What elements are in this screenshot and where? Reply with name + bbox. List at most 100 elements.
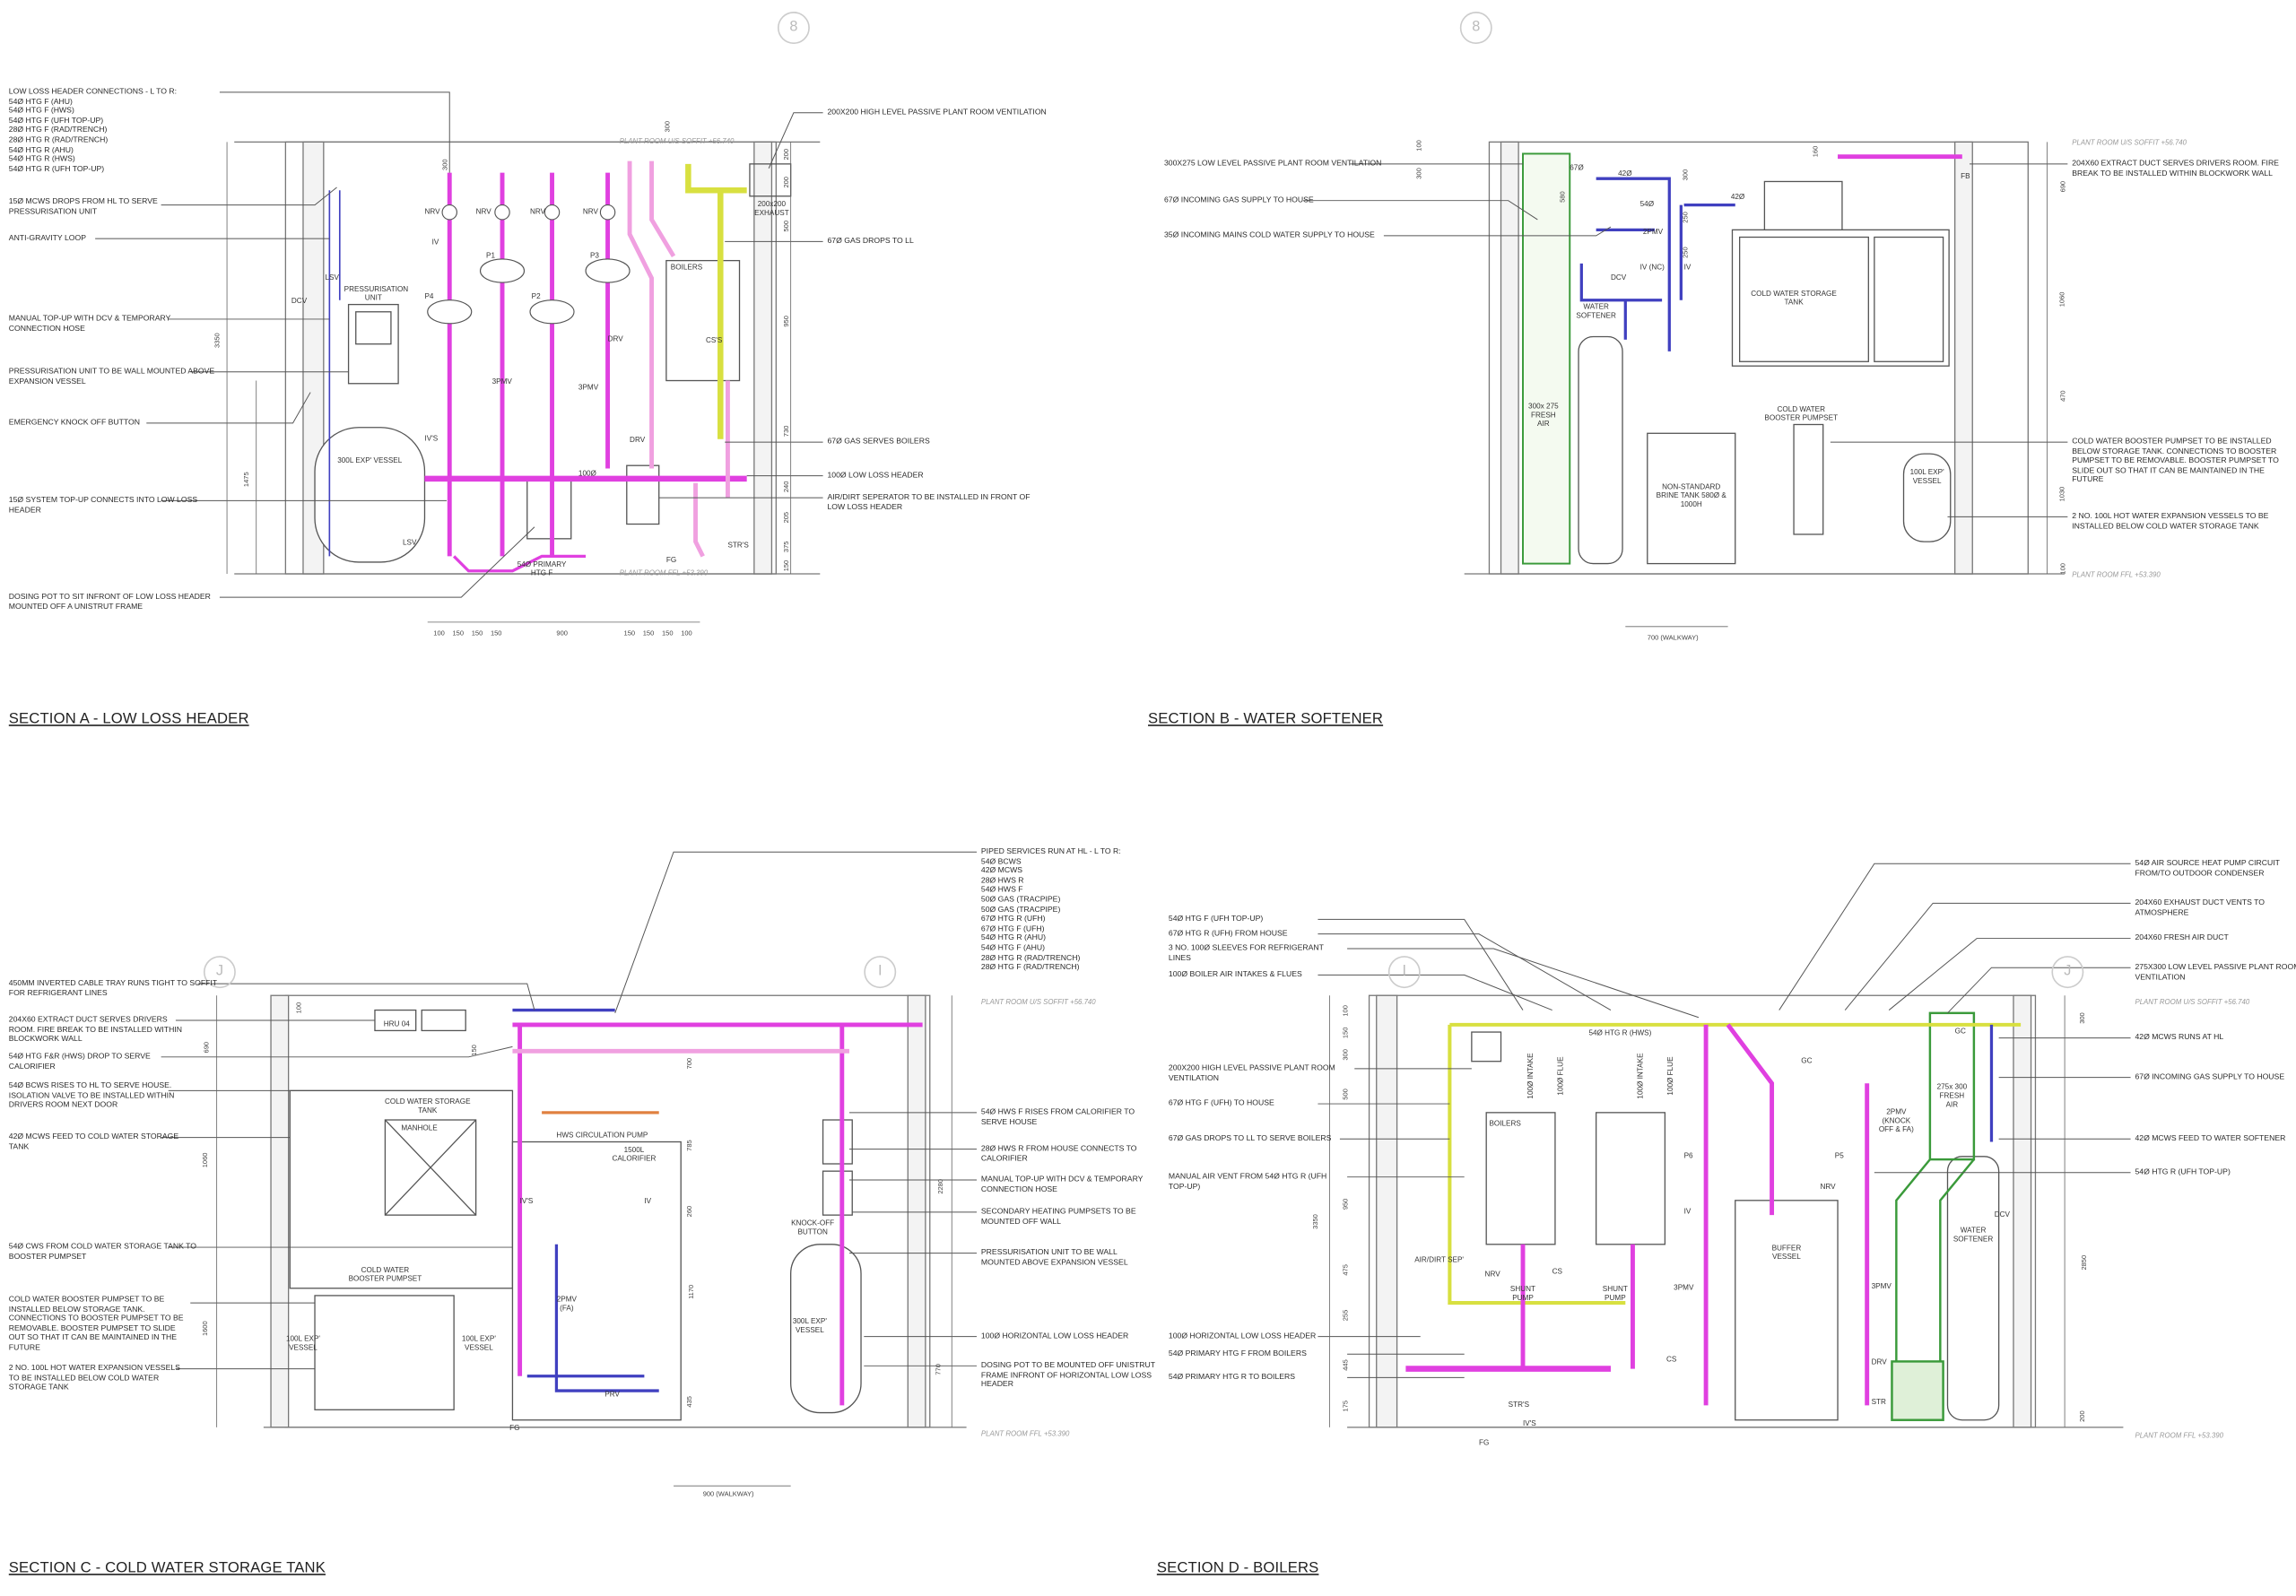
brine-tank — [1647, 432, 1736, 565]
label-fresh-air: 300x 275 FRESH AIR — [1528, 402, 1559, 429]
dim: 100 — [294, 1002, 302, 1014]
label-2pmv: 2PMV — [1642, 228, 1664, 238]
dim: 700 — [685, 1057, 693, 1070]
label-intake: 100Ø INTAKE — [1636, 1053, 1646, 1099]
label-dcv: DCV — [1994, 1210, 2010, 1220]
callout-d-right: 54Ø HTG R (UFH TOP-UP) — [2135, 1167, 2231, 1177]
label-ivs: IV'S — [519, 1197, 534, 1207]
dim: 150 — [661, 629, 674, 638]
grid-marker-j-c: J — [203, 956, 236, 989]
label-iv-nc: IV (NC) — [1639, 263, 1665, 273]
callout-b: 67Ø INCOMING GAS SUPPLY TO HOUSE — [1163, 195, 1314, 205]
label-brine-tank: NON-STANDARD BRINE TANK 580Ø & 1000H — [1656, 482, 1726, 510]
dim: 375 — [782, 541, 790, 553]
label-css: CS'S — [705, 336, 723, 346]
ffl-level-d: PLANT ROOM FFL +53.390 — [2135, 1433, 2223, 1441]
ffl-level-b: PLANT ROOM FFL +53.390 — [2072, 572, 2161, 580]
soffit-level-b: PLANT ROOM U/S SOFFIT +56.740 — [2072, 140, 2187, 148]
label-manhole: MANHOLE — [401, 1123, 438, 1133]
label-42: 42Ø — [1618, 169, 1632, 179]
water-softener-d — [1946, 1156, 2000, 1421]
callout-c-right: MANUAL TOP-UP WITH DCV & TEMPORARY CONNE… — [980, 1175, 1144, 1194]
dim: 950 — [782, 316, 790, 327]
callout-a: DOSING POT TO SIT INFRONT OF LOW LOSS HE… — [8, 593, 211, 612]
callout-c: 450mm INVERTED CABLE TRAY RUNS TIGHT TO … — [8, 979, 217, 998]
heating-pipes-c — [512, 1022, 923, 1406]
dim: 300 — [2078, 1012, 2086, 1024]
dim: 175 — [1342, 1400, 1350, 1412]
label-nrv: NRV — [1820, 1183, 1836, 1193]
dim: 1060 — [2057, 291, 2066, 308]
dim: 205 — [782, 511, 790, 524]
dim: 1600 — [201, 1321, 209, 1337]
dim: 730 — [782, 425, 790, 438]
grid-marker-8-b: 8 — [1459, 12, 1492, 44]
grid-marker-i-c: I — [864, 956, 897, 989]
dim: 200 — [782, 177, 790, 188]
ffl-level-a: PLANT ROOM FFL +53.390 — [619, 570, 709, 578]
dim: 160 — [1812, 145, 1820, 158]
dosing-pot — [526, 479, 572, 540]
callout-d: 54Ø PRIMARY HTG F FROM BOILERS — [1168, 1349, 1307, 1359]
dim: 100 — [681, 629, 692, 638]
callout-d: 54Ø HTG F (UFH TOP-UP) — [1168, 915, 1264, 924]
soffit-level-a: PLANT ROOM U/S SOFFIT +56.740 — [619, 139, 735, 147]
callout-c-right: 28Ø HWS R FROM HOUSE CONNECTS TO CALORIF… — [980, 1144, 1137, 1164]
walkway-dim: 700 (WALKWAY) — [1647, 633, 1699, 642]
callout-a-right: 100Ø LOW LOSS HEADER — [827, 471, 924, 481]
label-pressurisation-unit: PRESSURISATION UNIT — [344, 285, 409, 303]
dim: 475 — [1342, 1264, 1350, 1276]
label-nrv: NRV — [1484, 1271, 1500, 1279]
callout-c-right: 100Ø HORIZONTAL LOW LOSS HEADER — [980, 1331, 1129, 1341]
label-cold-water-tank: COLD WATER STORAGE TANK — [384, 1097, 471, 1116]
callout-d: MANUAL AIR VENT FROM 54Ø HTG R (UFH TOP-… — [1168, 1172, 1327, 1192]
dim: 1060 — [201, 1152, 209, 1168]
callout-d: 100Ø HORIZONTAL LOW LOSS HEADER — [1168, 1331, 1317, 1341]
label-buffer-vessel: BUFFER VESSEL — [1771, 1244, 1802, 1262]
ventilation-duct-b — [1522, 152, 1571, 565]
callout-d: 54Ø PRIMARY HTG R TO BOILERS — [1168, 1373, 1296, 1383]
label-prv: PRV — [604, 1391, 620, 1400]
dim: 150 — [470, 1045, 478, 1056]
label-fg: FG — [1479, 1438, 1490, 1448]
label-water-softener: WATER SOFTENER — [1952, 1227, 1994, 1245]
dim: 690 — [2059, 180, 2067, 193]
dim: 1170 — [687, 1284, 695, 1299]
callout-c: 54Ø HTG F&R (HWS) DROP TO SERVE CALORIFI… — [8, 1052, 151, 1071]
label-nrv: NRV — [530, 207, 546, 217]
dim: 100 — [1414, 140, 1422, 152]
label-strs: STR'S — [727, 542, 749, 551]
calorifier — [511, 1141, 682, 1421]
dim: 150 — [471, 629, 483, 638]
buffer-vessel — [1735, 1200, 1839, 1421]
soffit-level-c: PLANT ROOM U/S SOFFIT +56.740 — [980, 1000, 1096, 1008]
dim: 200 — [782, 148, 790, 160]
callout-c-right: SECONDARY HEATING PUMPSETS TO BE MOUNTED… — [980, 1207, 1136, 1227]
dim: 300 — [1681, 169, 1690, 181]
label-nrv: NRV — [475, 207, 491, 217]
callout-c-right: DOSING POT TO BE MOUNTED OFF UNISTRUT FR… — [980, 1361, 1155, 1390]
dim: 770 — [935, 1364, 943, 1375]
label-ivs: IV'S — [424, 434, 439, 444]
label-exhaust: 200x200 EXHAUST — [754, 200, 789, 219]
dim: 1475 — [242, 472, 250, 488]
label-fg: FG — [509, 1424, 520, 1434]
label-booster-pumpset: COLD WATER BOOSTER PUMPSET — [348, 1266, 422, 1284]
label-hru: HRU 04 — [383, 1019, 410, 1029]
label-dcv: DCV — [291, 297, 308, 307]
label-shunt-pump: SHUNT PUMP — [1509, 1285, 1536, 1304]
label-expansion-vessel: 100L EXP' VESSEL — [1909, 468, 1944, 487]
dim: 2280 — [936, 1178, 944, 1194]
label-expansion-vessel: 300L EXP' VESSEL — [337, 456, 403, 466]
dim: 300 — [1414, 168, 1422, 179]
label-2pmv: 2PMV (FA) — [556, 1295, 577, 1314]
callout-d: 67Ø GAS DROPS TO LL TO SERVE BOILERS — [1168, 1134, 1332, 1144]
callout-a: MANUAL TOP-UP WITH DCV & TEMPORARY CONNE… — [8, 315, 171, 334]
dim: 240 — [782, 481, 790, 493]
callout-b-right: 204x60 EXTRACT DUCT SERVES DRIVERS ROOM.… — [2072, 159, 2279, 178]
label-iv: IV — [431, 239, 439, 247]
label-p6: P6 — [1683, 1151, 1693, 1161]
label-water-softener: WATER SOFTENER — [1576, 302, 1616, 321]
